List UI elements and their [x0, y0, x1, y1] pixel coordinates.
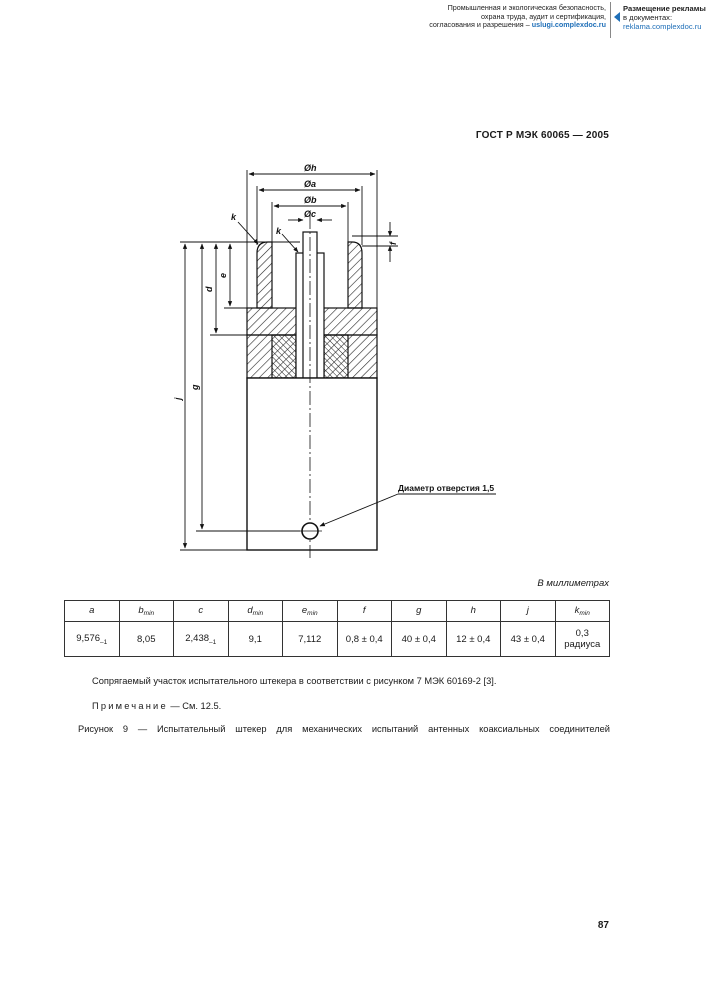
header-right-line1: Размещение рекламы: [623, 4, 706, 13]
label-dim-b: Øb: [304, 195, 317, 205]
cell-value: 40 ± 0,4: [401, 633, 436, 645]
col-header-main: a: [89, 605, 95, 616]
table-cell: 9,576–1: [64, 621, 120, 657]
header-left-block: Промышленная и экологическая безопасност…: [380, 3, 606, 30]
label-dim-a: Øa: [304, 179, 316, 189]
col-header-sub: min: [307, 610, 318, 617]
note-text: — См. 12.5.: [167, 701, 222, 711]
label-dim-c: Øc: [304, 209, 316, 219]
header-right-block: Размещение рекламы в документах: reklama…: [623, 4, 713, 31]
table-row: 9,576–1 8,05 2,438–1 9,1 7,112 0,8 ± 0,4…: [64, 621, 610, 657]
cell-value-line2: радиуса: [564, 639, 601, 650]
label-dim-h: Øh: [304, 163, 317, 173]
table-cell: 12 ± 0,4: [445, 621, 501, 657]
label-dim-d: d: [204, 286, 214, 292]
standard-code: ГОСТ Р МЭК 60065 — 2005: [475, 130, 609, 141]
col-header-sub: min: [143, 610, 155, 617]
units-note: В миллиметрах: [537, 578, 609, 589]
col-header-sub: min: [252, 610, 264, 617]
col-header: f: [336, 600, 392, 622]
cell-value: 9,1: [248, 633, 262, 645]
cell-value: 2,438: [185, 632, 210, 644]
header-left-line3-prefix: согласования и разрешения –: [429, 20, 532, 30]
table-cell: 40 ± 0,4: [391, 621, 447, 657]
label-dim-g: g: [190, 384, 200, 391]
col-header-main: h: [470, 605, 476, 616]
header-divider: [610, 2, 611, 38]
col-header: c: [173, 600, 229, 622]
hole-diameter-callout: Диаметр отверстия 1,5: [398, 483, 494, 493]
dimension-lines: [180, 170, 496, 551]
cell-value: 0,8 ± 0,4: [345, 633, 383, 645]
col-header-sub: min: [579, 610, 590, 617]
note: Примечание — См. 12.5.: [92, 701, 221, 711]
note-label: Примечание: [92, 701, 168, 711]
label-dim-j: j: [173, 397, 183, 401]
label-dim-e: e: [218, 273, 228, 278]
cell-value: 7,112: [298, 633, 322, 645]
table-cell: 9,1: [227, 621, 283, 657]
col-header: j: [500, 600, 556, 622]
figure-caption: Рисунок 9 — Испытательный штекер для мех…: [78, 724, 610, 734]
col-header-main: c: [198, 605, 204, 616]
label-dim-f: f: [388, 241, 398, 245]
arrow-left-icon: [614, 12, 620, 22]
test-plug-drawing: Øh Øa Øb Øc k k f e d g j Диаметр отверс…: [173, 163, 496, 558]
col-header: dmin: [227, 600, 283, 622]
col-header-main: k: [574, 605, 580, 616]
mating-section-paragraph: Сопрягаемый участок испытательного штеке…: [92, 676, 497, 686]
col-header: a: [64, 600, 120, 622]
col-header-main: f: [362, 605, 366, 616]
col-header: emin: [282, 600, 338, 622]
header-left-line1: Промышленная и экологическая безопасност…: [447, 3, 606, 12]
col-header: kmin: [554, 600, 610, 622]
plug-body: [246, 215, 378, 558]
col-header-main: b: [138, 605, 144, 616]
col-header: bmin: [118, 600, 174, 622]
table-cell: 8,05: [118, 621, 174, 657]
cell-value: 12 ± 0,4: [456, 633, 491, 645]
page-number: 87: [597, 920, 609, 931]
uslugi-link[interactable]: uslugi.complexdoc.ru: [531, 20, 606, 30]
cell-value: 0,3: [575, 628, 589, 639]
cell-value: 43 ± 0,4: [510, 633, 545, 645]
header-left-line3: согласования и разрешения – uslugi.compl…: [380, 20, 606, 30]
table-header-row: a bmin c dmin emin f g h j kmin: [64, 600, 610, 622]
col-header-main: g: [416, 605, 422, 616]
cell-value: 9,576: [76, 632, 101, 644]
table-cell: 43 ± 0,4: [500, 621, 556, 657]
table-cell: 2,438–1: [173, 621, 229, 657]
dimensions-table: a bmin c dmin emin f g h j kmin 9,576–1 …: [64, 600, 610, 657]
col-header-main: d: [247, 605, 253, 616]
cell-tolerance: –1: [100, 638, 108, 646]
header-left-line2: охрана труда, аудит и сертификация,: [481, 11, 606, 21]
col-header: h: [445, 600, 501, 622]
cell-value: 8,05: [137, 633, 156, 645]
col-header: g: [391, 600, 447, 622]
cell-tolerance: –1: [209, 638, 217, 646]
table-cell: 0,8 ± 0,4: [336, 621, 392, 657]
header-right-line2: в документах:: [623, 13, 673, 22]
col-header-main: j: [526, 605, 529, 616]
table-cell: 7,112: [282, 621, 338, 657]
col-header-main: e: [301, 605, 308, 616]
label-k-inner: k: [276, 226, 282, 236]
label-k-left: k: [231, 212, 237, 222]
reklama-link[interactable]: reklama.complexdoc.ru: [623, 22, 702, 31]
